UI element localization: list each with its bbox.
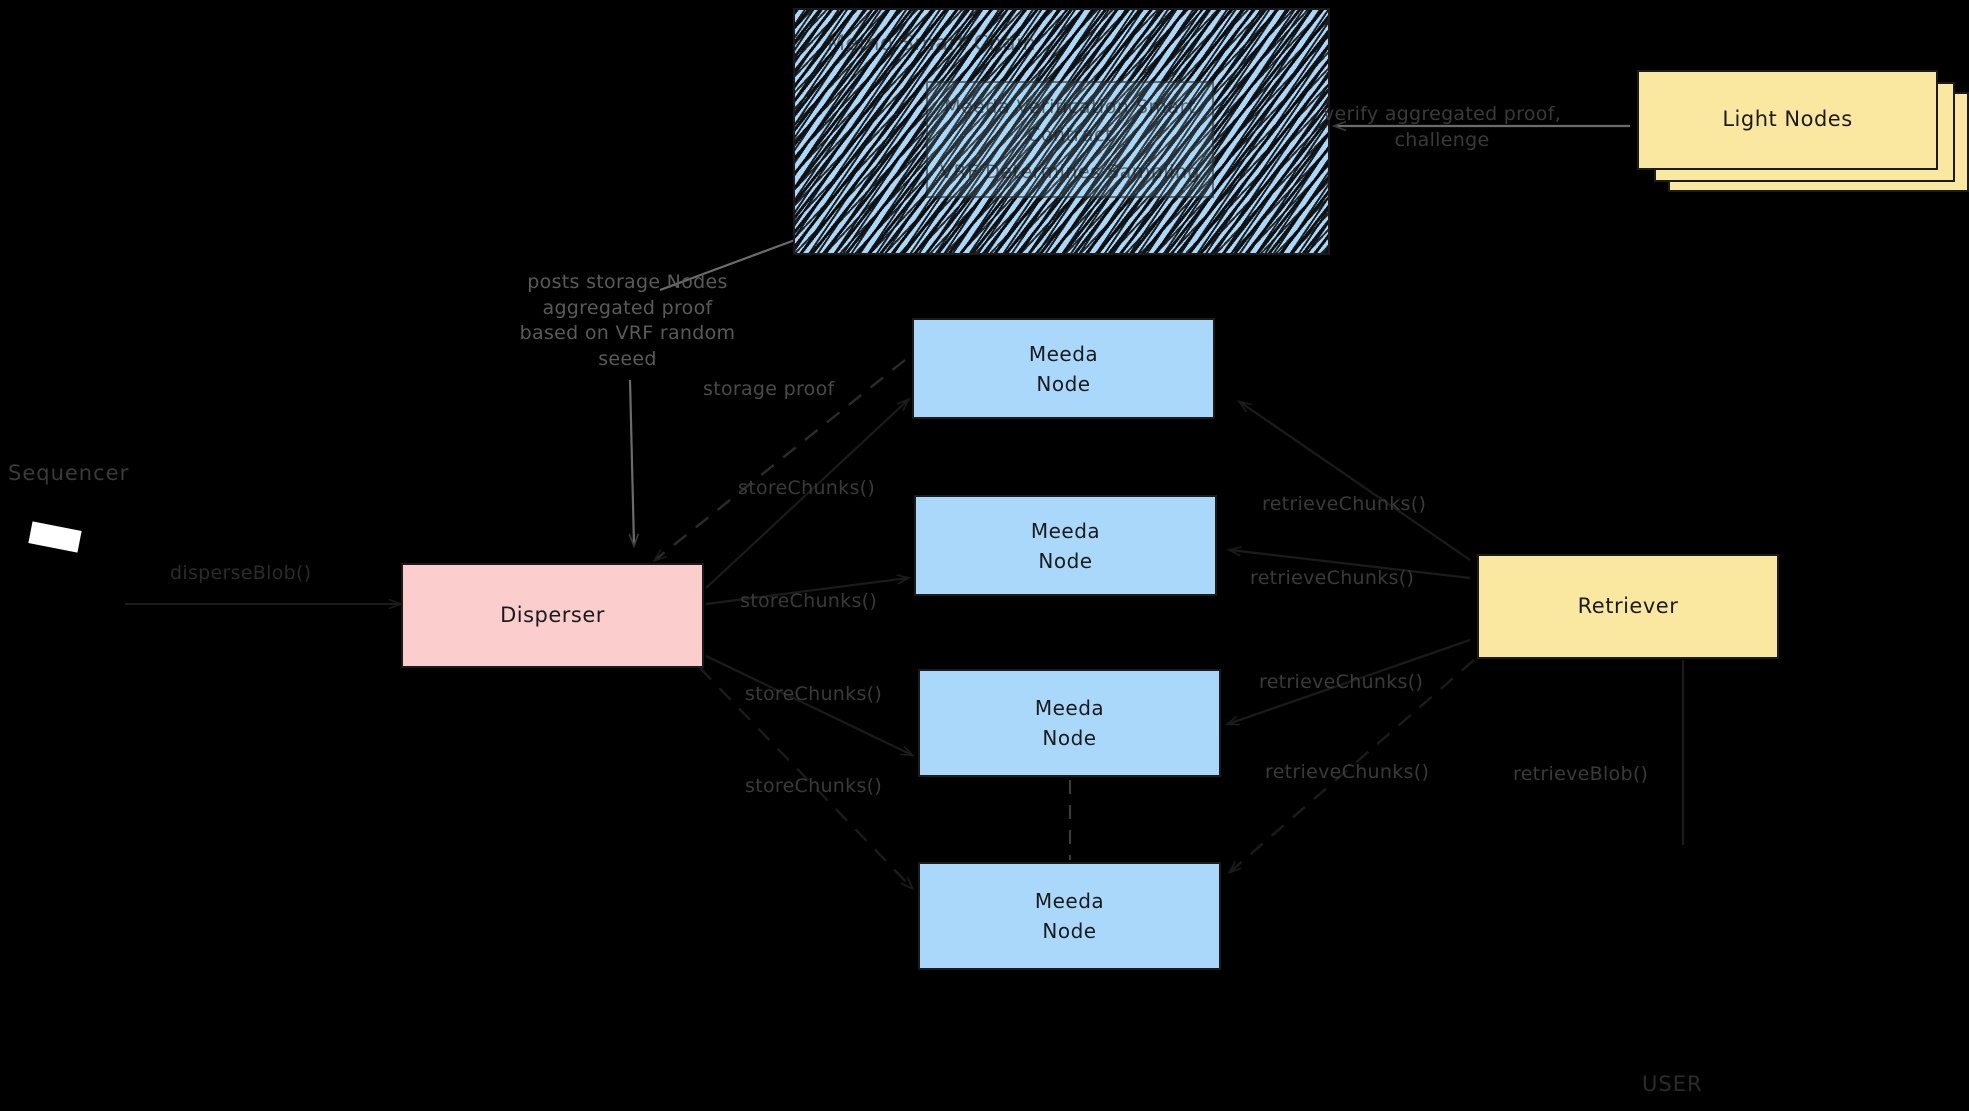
edge-label-store-chunks-1: storeChunks() <box>738 477 876 499</box>
meeda-node-4-line-1: Meeda <box>1034 889 1105 913</box>
edge-store-chunks-2 <box>705 574 912 606</box>
node-meeda-node-1[interactable]: Meeda Node <box>912 318 1215 419</box>
edge-label-verify-aggregated-proof: verify aggregated proof, challenge <box>1322 103 1562 151</box>
user-label: USER <box>1642 1072 1703 1096</box>
node-meeda-node-4[interactable]: Meeda Node <box>918 862 1221 970</box>
sequencer-label: Sequencer <box>8 461 130 485</box>
memo-smart-chain-title: Memo Smart Chain <box>827 31 1037 55</box>
meeda-node-4-line-2: Node <box>1042 919 1097 943</box>
meeda-node-3-line-2: Node <box>1042 726 1097 750</box>
edge-label-retrieve-chunks-3: retrieveChunks() <box>1259 671 1424 693</box>
disperser-label: Disperser <box>500 602 605 627</box>
light-nodes-label: Light Nodes <box>1722 107 1853 132</box>
edge-label-store-chunks-4: storeChunks() <box>745 775 883 797</box>
node-disperser[interactable]: Disperser <box>401 563 704 668</box>
edge-posts-arrow <box>628 379 640 549</box>
verification-contract-line-3: VRF Determines Sampling <box>940 160 1200 183</box>
meeda-node-1-line-2: Node <box>1036 371 1091 396</box>
meeda-node-2-line-2: Node <box>1038 548 1093 573</box>
edge-label-disperse-blob: disperseBlob() <box>170 562 312 584</box>
meeda-node-1-line-1: Meeda <box>1028 341 1099 366</box>
edge-retrieve-chunks-2 <box>1226 545 1471 580</box>
edge-label-retrieve-blob: retrieveBlob() <box>1513 763 1649 785</box>
edge-chain-to-disperser <box>659 238 796 292</box>
edge-label-posts-storage-nodes: posts storage Nodes aggregated proof bas… <box>519 271 736 370</box>
edge-label-store-chunks-2: storeChunks() <box>740 590 878 612</box>
retriever-label: Retriever <box>1577 593 1679 618</box>
meeda-node-2-line-1: Meeda <box>1030 518 1101 543</box>
verification-contract-line-1: Meeda Verification Smart <box>944 95 1196 118</box>
edge-label-storage-proof: storage proof <box>703 378 835 400</box>
node-meeda-node-3[interactable]: Meeda Node <box>918 669 1221 777</box>
edge-label-retrieve-chunks-4: retrieveChunks() <box>1265 761 1430 783</box>
edge-label-retrieve-chunks-1: retrieveChunks() <box>1262 493 1427 515</box>
edge-label-retrieve-chunks-2: retrieveChunks() <box>1250 567 1415 589</box>
node-light-nodes[interactable]: Light Nodes <box>1637 70 1938 170</box>
edge-retrieve-chunks-1 <box>1237 400 1471 561</box>
edge-store-chunks-3 <box>705 655 916 757</box>
edge-label-store-chunks-3: storeChunks() <box>745 683 883 705</box>
meeda-node-3-line-1: Meeda <box>1034 696 1105 720</box>
node-meeda-node-2[interactable]: Meeda Node <box>914 495 1217 596</box>
node-memo-smart-chain[interactable]: Memo Smart Chain Meeda Verification Smar… <box>793 8 1330 255</box>
edge-store-chunks-1 <box>705 397 911 589</box>
edge-retrieve-chunks-3 <box>1224 638 1471 726</box>
node-meeda-verification-contract[interactable]: Meeda Verification Smart Contract VRF De… <box>926 81 1214 198</box>
node-retriever[interactable]: Retriever <box>1477 554 1779 659</box>
edge-store-chunks-4 <box>699 667 915 891</box>
edge-storage-proof <box>652 359 906 563</box>
verification-contract-line-2: Contract <box>1027 124 1113 147</box>
